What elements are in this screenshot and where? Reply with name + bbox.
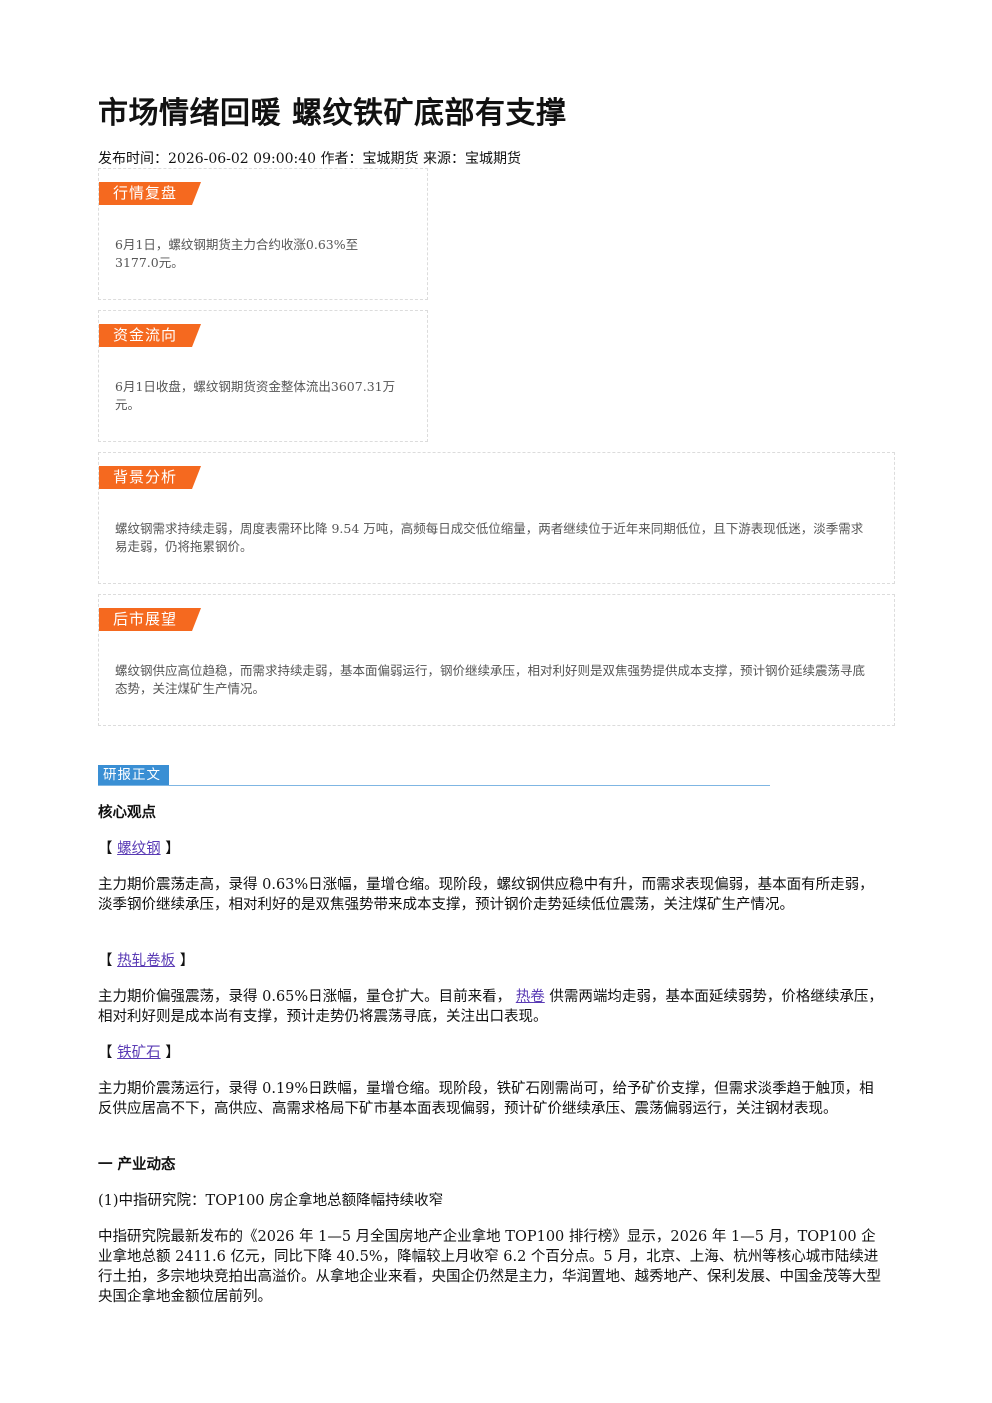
- card-outlook: 后市展望 螺纹钢供应高位趋稳，而需求持续走弱，基本面偏弱运行，钢价继续承压，相对…: [98, 594, 895, 726]
- card-market-review: 行情复盘 6月1日，螺纹钢期货主力合约收涨0.63%至3177.0元。: [98, 168, 428, 300]
- card-tag-market-review: 行情复盘: [99, 182, 201, 205]
- rebar-paragraph: 主力期价震荡走高，录得 0.63%日涨幅，量增仓缩。现阶段，螺纹钢供应稳中有升，…: [98, 877, 874, 913]
- card-background: 背景分析 螺纹钢需求持续走弱，周度表需环比降 9.54 万吨，高频每日成交低位缩…: [98, 452, 895, 584]
- hrc-inline-link[interactable]: 热卷: [515, 989, 545, 1005]
- bracket-open: 【: [98, 1045, 113, 1061]
- card-tag-background: 背景分析: [99, 466, 201, 489]
- iron-ore-paragraph: 主力期价震荡运行，录得 0.19%日跌幅，量增仓缩。现阶段，铁矿石刚需尚可，给予…: [98, 1081, 874, 1117]
- report-section-divider: [98, 785, 770, 786]
- card-capital-flow: 资金流向 6月1日收盘，螺纹钢期货资金整体流出3607.31万元。: [98, 310, 428, 442]
- bracket-open: 【: [98, 953, 113, 969]
- card-tag-capital-flow: 资金流向: [99, 324, 201, 347]
- hrc-heading: 【 热轧卷板 】: [98, 951, 194, 971]
- card-text-capital-flow: 6月1日收盘，螺纹钢期货资金整体流出3607.31万元。: [115, 379, 396, 412]
- bracket-open: 【: [98, 841, 113, 857]
- news-paragraph: 中指研究院最新发布的《2026 年 1—5 月全国房地产企业拿地 TOP100 …: [98, 1229, 881, 1305]
- bracket-close: 】: [165, 841, 180, 857]
- news-title: (1)中指研究院：TOP100 房企拿地总额降幅持续收窄: [98, 1193, 444, 1209]
- hrc-text-before: 主力期价偏强震荡，录得 0.65%日涨幅，量仓扩大。目前来看，: [98, 989, 512, 1005]
- core-views-heading: 核心观点: [98, 804, 156, 821]
- rebar-link[interactable]: 螺纹钢: [117, 841, 161, 857]
- report-section-tag: 研报正文: [98, 765, 169, 786]
- card-text-background: 螺纹钢需求持续走弱，周度表需环比降 9.54 万吨，高频每日成交低位缩量，两者继…: [115, 521, 864, 554]
- card-text-market-review: 6月1日，螺纹钢期货主力合约收涨0.63%至3177.0元。: [115, 237, 359, 270]
- iron-ore-heading: 【 铁矿石 】: [98, 1043, 180, 1063]
- bracket-close: 】: [179, 953, 195, 969]
- article-title: 市场情绪回暖 螺纹铁矿底部有支撑: [98, 96, 567, 131]
- industry-heading: 一 产业动态: [98, 1156, 176, 1173]
- report-section-header: 研报正文: [98, 765, 770, 787]
- card-text-outlook: 螺纹钢供应高位趋稳，而需求持续走弱，基本面偏弱运行，钢价继续承压，相对利好则是双…: [115, 663, 866, 696]
- hrc-paragraph: 主力期价偏强震荡，录得 0.65%日涨幅，量仓扩大。目前来看， 热卷 供需两端均…: [98, 987, 888, 1027]
- card-tag-outlook: 后市展望: [99, 608, 201, 631]
- bracket-close: 】: [165, 1045, 180, 1061]
- hrc-link[interactable]: 热轧卷板: [117, 953, 176, 969]
- hrc-text-after: 供需两端均走弱，基本面延续弱势，价格继续承压，相对利好则是成本尚有支撑，预计走势…: [98, 989, 883, 1025]
- rebar-heading: 【 螺纹钢 】: [98, 839, 180, 859]
- iron-ore-link[interactable]: 铁矿石: [117, 1045, 161, 1061]
- article-meta: 发布时间：2026-06-02 09:00:40 作者：宝城期货 来源：宝城期货: [98, 151, 521, 167]
